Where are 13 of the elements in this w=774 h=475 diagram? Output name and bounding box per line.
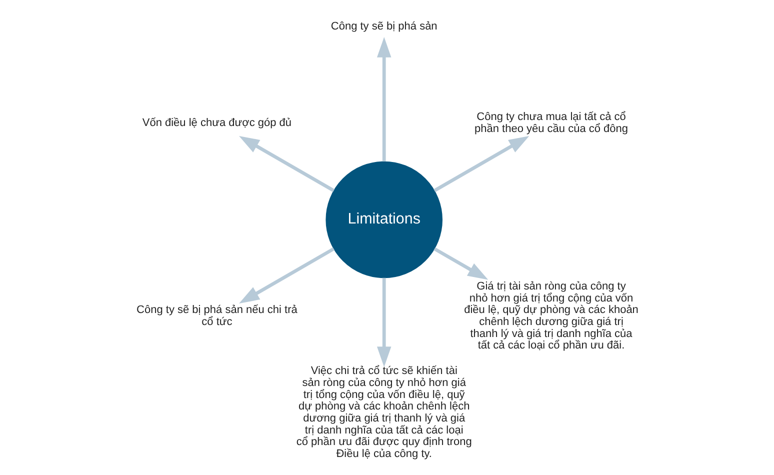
arrow [376, 278, 391, 367]
node-text: Vốn điều lệ chưa được góp đủ [142, 117, 292, 130]
arrow [433, 247, 488, 280]
arrow [238, 136, 334, 192]
node-text: Việc chi trả cổ tức sẽ khiến tài sản ròng của công ty nhỏ hơn giá trị tổng cộng của vốn điều lệ, quỹ dự phòng và các khoản chênh lệch dương giữa giá trị thanh lý và giá trị danh nghĩa của tất cả các loại cổ phần ưu đãi được quy định trong Điều lệ của công ty. [296, 365, 472, 460]
node-text: Công ty sẽ bị phá sản [330, 20, 437, 33]
node-text: Công ty sẽ bị phá sản nếu chi trả cổ tức [136, 304, 297, 328]
node-circle: Limitations [325, 161, 442, 278]
arrow [238, 247, 334, 304]
arrow [433, 136, 529, 192]
arrow [376, 37, 391, 162]
node-text: Công ty chưa mua lại tất cả cổ phần theo yêu cầu của cổ đông [474, 111, 628, 136]
node-text: Giá trị tài sản ròng của công ty nhỏ hơn giá trị tổng cộng của vốn điều lệ, quỹ dự phòng và các khoản chênh lệch dương giữa giá trị thanh lý và giá trị danh nghĩa của tất cả các loại cổ phần ưu đãi. [464, 280, 638, 352]
